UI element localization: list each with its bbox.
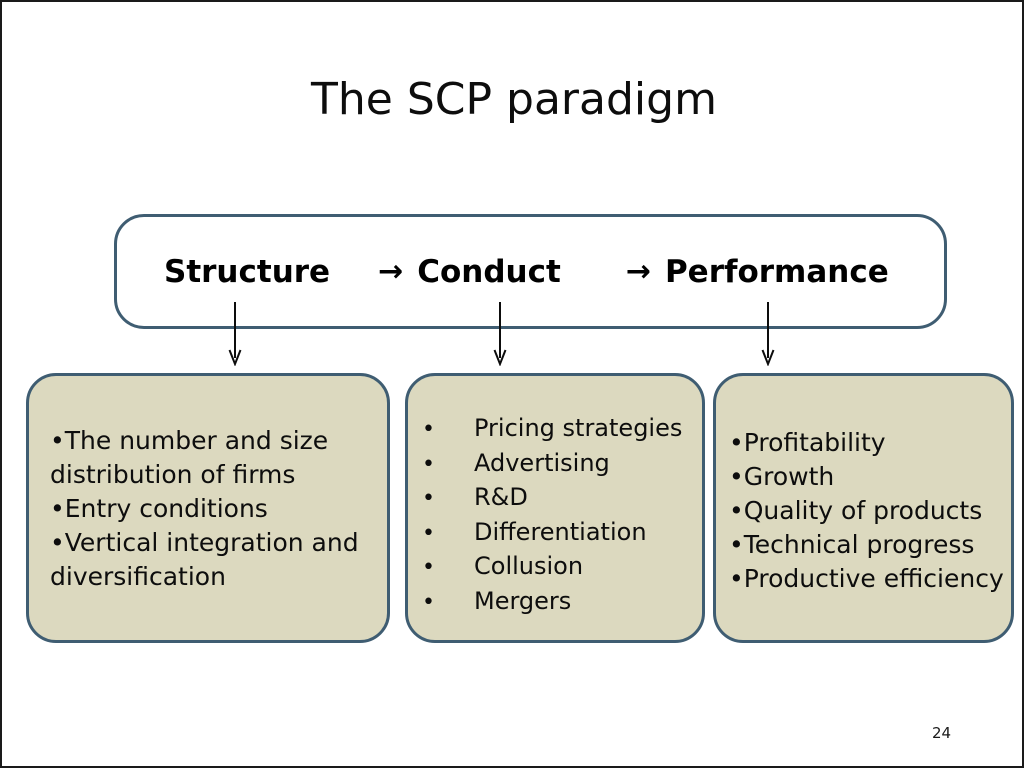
list-item-label: Mergers — [474, 586, 572, 615]
page-number: 24 — [932, 724, 952, 742]
scp-header-box — [114, 214, 947, 329]
list-item-label: The number and size distribution of firm… — [50, 426, 329, 489]
bullet-icon: • — [729, 428, 744, 457]
list-item: •Quality of products — [729, 494, 1015, 528]
list-item-label: Entry conditions — [64, 494, 268, 523]
conduct-bullet-list: • Pricing strategies • Advertising • R&D • D… — [422, 412, 702, 619]
bullet-icon: • — [50, 528, 65, 557]
list-item-label: Differentiation — [474, 517, 647, 546]
list-item-label: Technical progress — [743, 530, 975, 559]
list-item: • R&D — [422, 481, 702, 516]
bullet-icon: • — [422, 520, 435, 546]
list-item: • Collusion — [422, 550, 702, 585]
list-item-label: Profitability — [743, 428, 886, 457]
page-title: The SCP paradigm — [311, 74, 717, 125]
list-item: •Growth — [729, 460, 1015, 494]
conduct-detail-box — [405, 373, 705, 643]
bullet-icon: • — [729, 496, 744, 525]
scp-stage-conduct: Conduct — [417, 253, 561, 290]
bullet-icon: • — [50, 494, 65, 523]
bullet-icon: • — [422, 486, 435, 511]
list-item-label: Quality of products — [743, 496, 983, 525]
list-item: • Pricing strategies — [422, 412, 702, 447]
bullet-icon: • — [729, 564, 744, 593]
list-item-label: Pricing strategies — [474, 414, 683, 442]
scp-stage-structure: Structure — [164, 253, 331, 290]
arrow-right-icon-1: → — [378, 254, 404, 289]
structure-bullet-list: •The number and size distribution of fir… — [50, 424, 380, 594]
list-item: • Differentiation — [422, 516, 702, 551]
bullet-icon: • — [422, 451, 435, 477]
structure-detail-box — [26, 373, 390, 643]
scp-sequence: Structure → Conduct → Performance — [114, 214, 947, 329]
bullet-icon: • — [422, 555, 435, 580]
performance-bullet-list: •Profitability •Growth •Quality of produ… — [729, 426, 1015, 596]
list-item: • Advertising — [422, 447, 702, 482]
bullet-icon: • — [50, 426, 65, 455]
bullet-icon: • — [422, 417, 435, 442]
list-item: •The number and size distribution of fir… — [50, 424, 380, 492]
performance-connector-arrow-icon — [761, 302, 775, 366]
list-item-label: Vertical integration and diversification — [50, 528, 359, 591]
performance-detail-box — [713, 373, 1014, 643]
list-item-label: Collusion — [474, 552, 584, 580]
scp-stage-performance: Performance — [664, 253, 889, 290]
list-item-label: Productive efficiency — [743, 564, 1004, 593]
bullet-icon: • — [729, 462, 744, 491]
list-item: • Mergers — [422, 585, 702, 620]
list-item-label: R&D — [474, 483, 528, 511]
list-item: •Technical progress — [729, 528, 1015, 562]
arrow-right-icon-2: → — [625, 254, 651, 289]
bullet-icon: • — [422, 589, 435, 615]
list-item: •Profitability — [729, 426, 1015, 460]
list-item: •Vertical integration and diversificatio… — [50, 526, 380, 594]
list-item: •Entry conditions — [50, 492, 380, 526]
list-item-label: Growth — [743, 462, 835, 491]
list-item-label: Advertising — [474, 448, 610, 477]
bullet-icon: • — [729, 530, 744, 559]
conduct-connector-arrow-icon — [493, 302, 507, 366]
structure-connector-arrow-icon — [228, 302, 242, 366]
list-item: •Productive efficiency — [729, 562, 1015, 596]
